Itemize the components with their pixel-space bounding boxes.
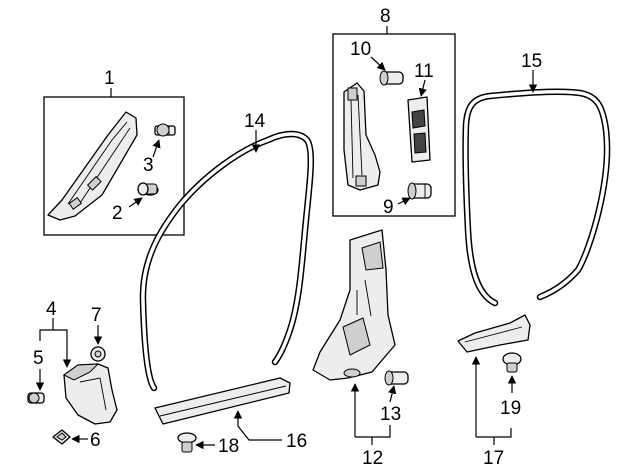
weatherstrip-front-part [139, 130, 315, 392]
part-group-17 [457, 314, 531, 445]
clip-18-part [177, 432, 197, 453]
callout-17: 17 [483, 448, 504, 469]
callout-13-leader [388, 385, 397, 403]
callout-5: 5 [33, 348, 44, 369]
bolt-5-part [27, 392, 45, 404]
nut-7-part [90, 346, 106, 362]
callout-18: 18 [218, 436, 239, 457]
center-pillar-trim-part [312, 229, 396, 381]
callout-7: 7 [91, 305, 102, 326]
scuff-plate-rear-part [457, 314, 531, 353]
part-group-12 [312, 229, 409, 445]
weatherstrip-rear-part [462, 88, 611, 307]
callout-9: 9 [383, 197, 394, 218]
callout-8: 8 [380, 6, 391, 27]
clip-3-part [154, 123, 176, 137]
callout-19: 19 [500, 398, 521, 419]
callout-11-leader [418, 79, 427, 97]
clip-9-part [407, 182, 432, 200]
part-group-16 [154, 377, 291, 453]
part-group-4 [27, 318, 118, 445]
part-group-1 [43, 88, 185, 236]
callout-4: 4 [46, 299, 57, 320]
clip-13-part [384, 370, 409, 386]
callout-9-leader [397, 197, 411, 206]
clip-10-part [379, 70, 404, 86]
clip-6-part [52, 429, 71, 445]
group-1-box [43, 96, 185, 236]
callout-10-leader [370, 56, 386, 71]
pad-11-part [407, 96, 431, 163]
callout-16-leader [233, 410, 282, 441]
part-group-8 [332, 26, 456, 217]
callout-13: 13 [380, 404, 401, 425]
callout-3: 3 [143, 155, 154, 176]
callout-6: 6 [90, 430, 101, 451]
callout-14: 14 [244, 111, 266, 132]
callout-16: 16 [286, 431, 307, 452]
pillar-trim-upper-part [47, 111, 138, 221]
callout-15: 15 [521, 51, 542, 72]
clip-19-part [502, 352, 522, 373]
group-8-box [332, 33, 456, 217]
callout-10: 10 [350, 39, 371, 60]
callout-1: 1 [104, 68, 115, 89]
callout-3-leader [152, 139, 161, 158]
callout-12: 12 [362, 448, 383, 469]
callout-11: 11 [414, 61, 434, 82]
callout-2: 2 [112, 203, 123, 224]
callout-4-bracket [39, 329, 72, 368]
clip-2-part [137, 182, 159, 196]
callout-2-leader [128, 197, 143, 208]
